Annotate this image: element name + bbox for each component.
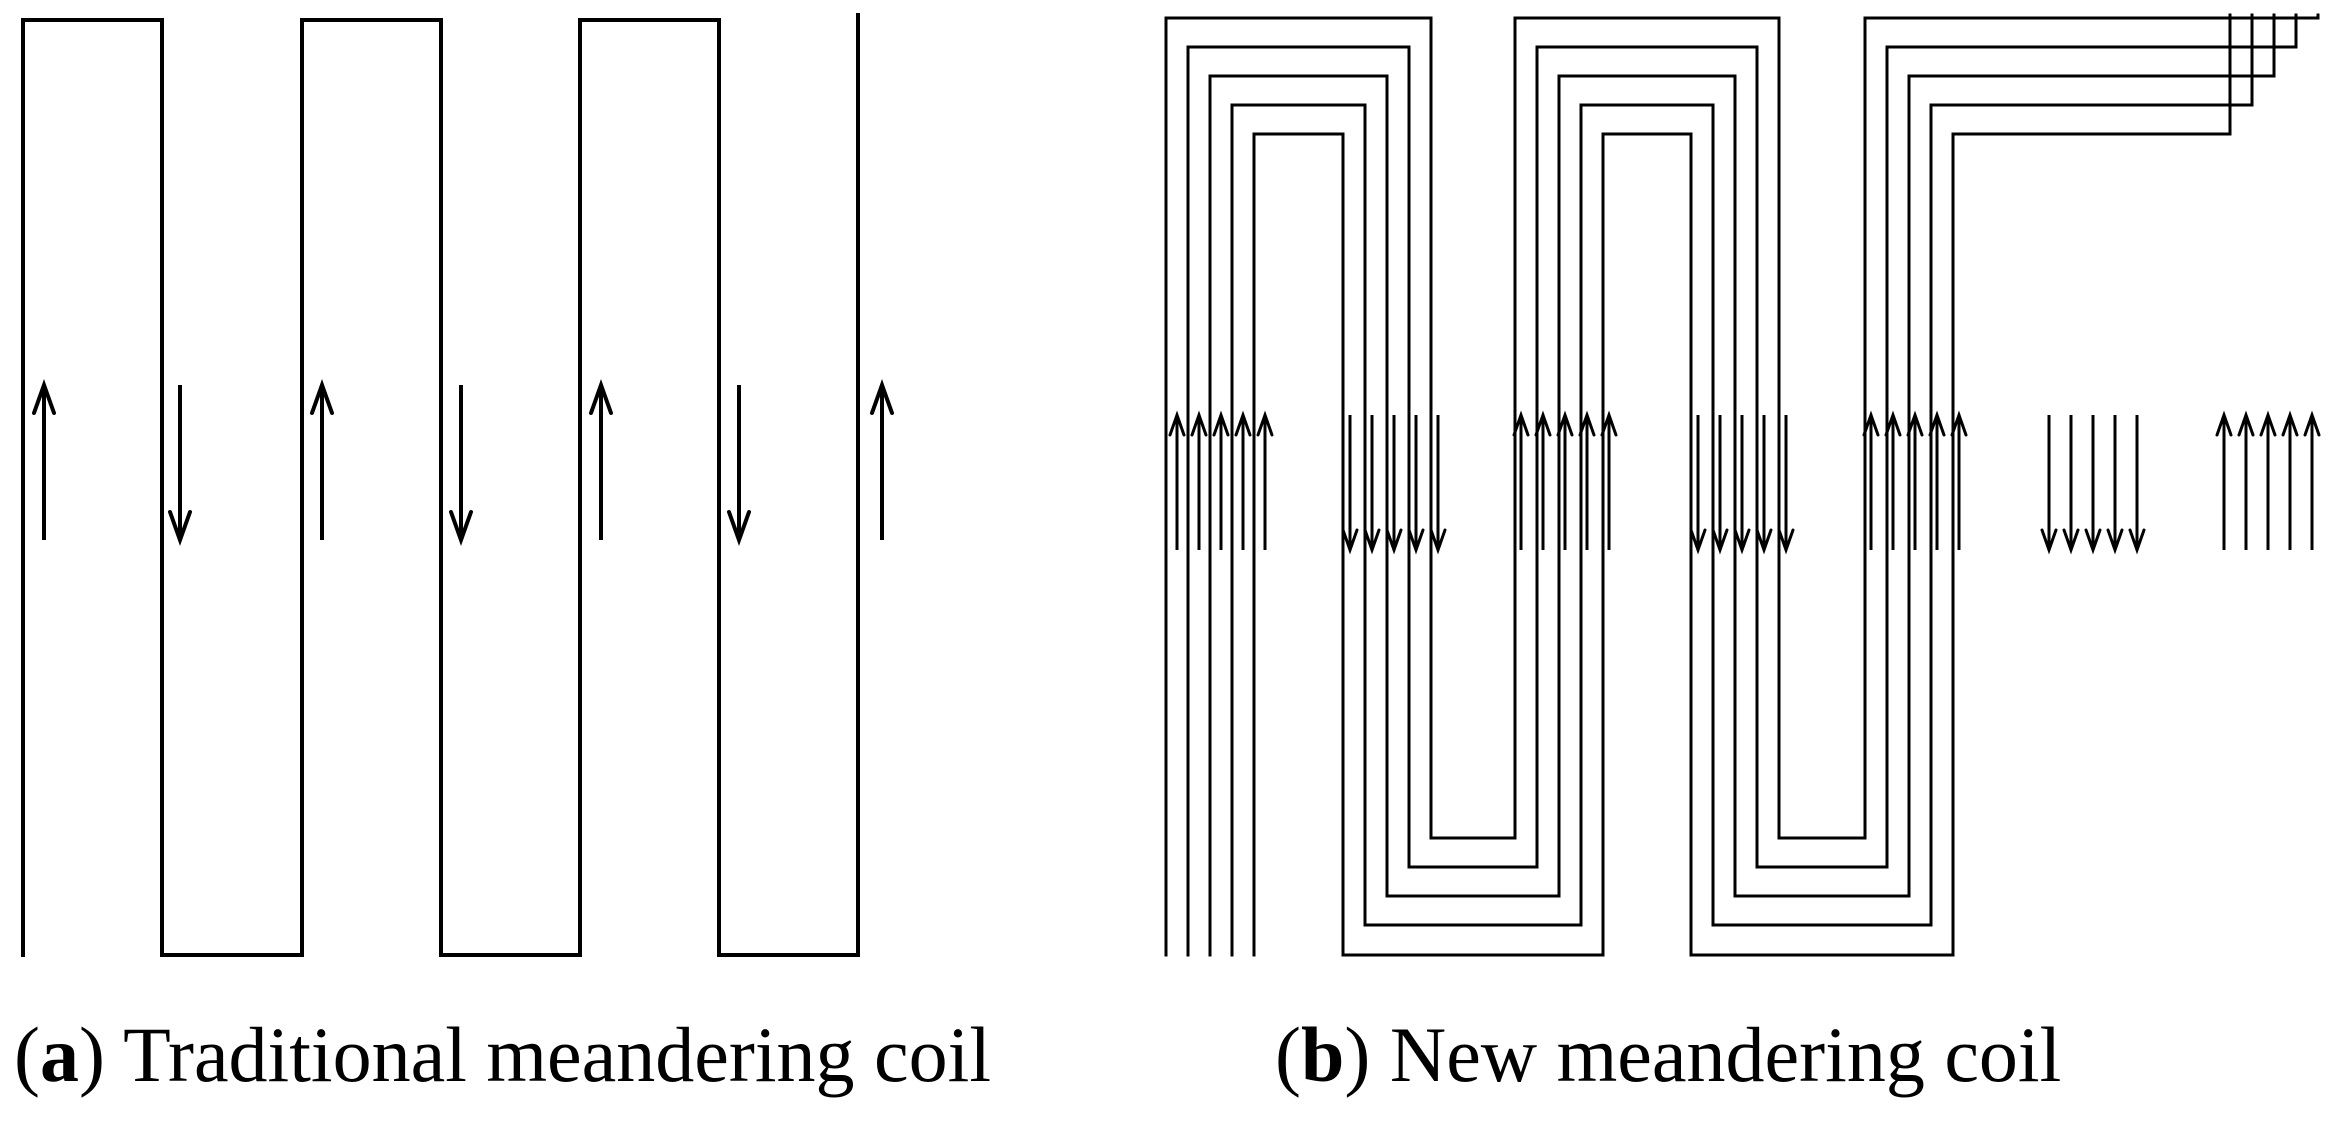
current-up-arrow (1256, 410, 1274, 550)
current-down-arrow (1385, 415, 1403, 555)
current-up-arrow (1928, 410, 1946, 550)
traditional-coil-wire (21, 13, 860, 957)
caption-a-letter: a (39, 1011, 79, 1098)
current-up-arrow (1512, 410, 1530, 550)
current-down-arrow (1407, 415, 1425, 555)
current-down-arrow (2040, 415, 2058, 555)
current-down-arrow (727, 385, 751, 546)
current-down-arrow (449, 385, 473, 546)
current-down-arrow (2062, 415, 2080, 555)
current-down-arrow (2106, 415, 2124, 555)
current-up-arrow (2281, 410, 2299, 550)
new-coil-conductor (1252, 13, 2232, 957)
current-up-arrow (870, 379, 894, 540)
current-down-arrow (2128, 415, 2146, 555)
current-down-arrow (1777, 415, 1795, 555)
current-up-arrow (32, 379, 56, 540)
current-down-arrow (1429, 415, 1447, 555)
current-down-arrow (1341, 415, 1359, 555)
current-down-arrow (2084, 415, 2102, 555)
current-up-arrow (1884, 410, 1902, 550)
current-down-arrow (1755, 415, 1773, 555)
current-up-arrow (589, 379, 613, 540)
new-coil-conductor (1230, 13, 2254, 957)
current-up-arrow (2215, 410, 2233, 550)
current-down-arrow (1711, 415, 1729, 555)
traditional-coil-diagram (21, 13, 894, 957)
current-up-arrow (2303, 410, 2321, 550)
current-up-arrow (2259, 410, 2277, 550)
current-up-arrow (1534, 410, 1552, 550)
current-up-arrow (1950, 410, 1968, 550)
current-down-arrow (168, 385, 192, 546)
current-up-arrow (1212, 410, 1230, 550)
current-up-arrow (1906, 410, 1924, 550)
current-up-arrow (1190, 410, 1208, 550)
current-up-arrow (1556, 410, 1574, 550)
new-coil-conductor (1208, 13, 2276, 957)
current-down-arrow (1363, 415, 1381, 555)
current-up-arrow (1234, 410, 1252, 550)
new-coil-conductor (1186, 13, 2298, 957)
current-down-arrow (1733, 415, 1751, 555)
new-coil-conductor (1164, 13, 2320, 957)
caption-traditional-coil: (a) Traditional meandering coil (14, 1011, 992, 1098)
current-down-arrow (1689, 415, 1707, 555)
current-up-arrow (310, 379, 334, 540)
current-up-arrow (2237, 410, 2255, 550)
new-coil-diagram (1164, 13, 2321, 957)
current-up-arrow (1862, 410, 1880, 550)
current-up-arrow (1168, 410, 1186, 550)
current-up-arrow (1578, 410, 1596, 550)
current-up-arrow (1600, 410, 1618, 550)
caption-b-text: New meandering coil (1389, 1011, 2062, 1098)
caption-b-letter: b (1300, 1011, 1345, 1098)
caption-a-text: Traditional meandering coil (123, 1011, 992, 1098)
caption-new-coil: (b) New meandering coil (1275, 1011, 2062, 1098)
